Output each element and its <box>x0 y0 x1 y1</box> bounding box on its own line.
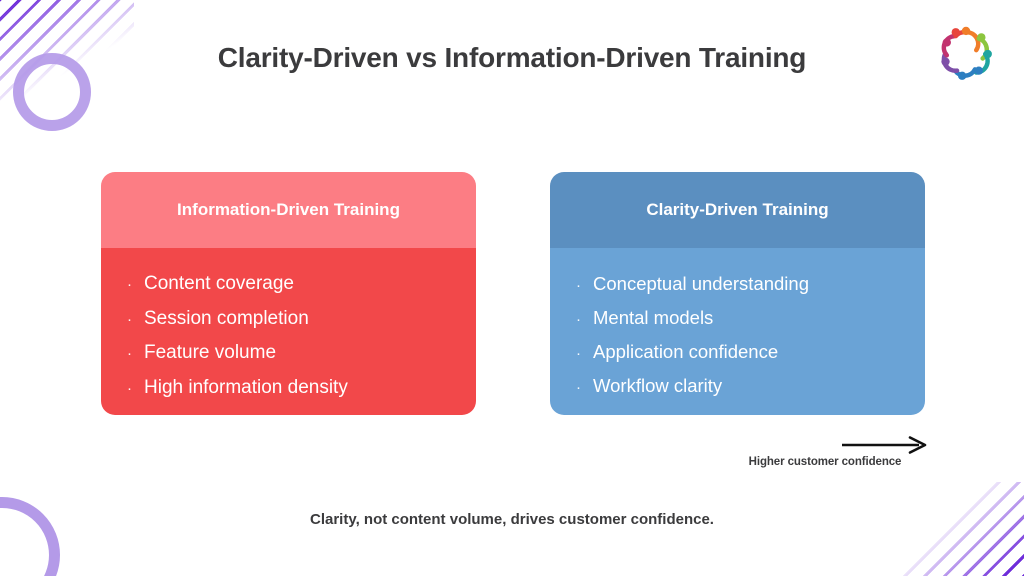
card-header-clarity-driven: Clarity-Driven Training <box>550 172 925 248</box>
list-item-label: Conceptual understanding <box>593 273 809 294</box>
arc-icon <box>0 497 60 576</box>
bullet-dot-icon: · <box>576 311 581 328</box>
bullet-list-information-driven: · Content coverage · Session completion … <box>127 270 476 402</box>
card-body-clarity-driven: · Conceptual understanding · Mental mode… <box>550 248 925 415</box>
progression-annotation: Higher customer confidence <box>720 436 930 468</box>
list-item-label: Session completion <box>144 307 309 329</box>
people-circle-logo-icon <box>934 22 998 86</box>
bullet-dot-icon: · <box>576 345 581 362</box>
diagonal-stripes-icon <box>898 482 1024 576</box>
list-item: · Content coverage <box>127 270 476 298</box>
list-item-label: Mental models <box>593 307 714 328</box>
card-clarity-driven: Clarity-Driven Training · Conceptual und… <box>550 172 925 415</box>
bullet-dot-icon: · <box>576 277 581 294</box>
bullet-dot-icon: · <box>576 379 581 396</box>
bullet-list-clarity-driven: · Conceptual understanding · Mental mode… <box>576 270 925 399</box>
list-item: · Workflow clarity <box>576 372 925 399</box>
bullet-dot-icon: · <box>127 276 132 293</box>
list-item: · High information density <box>127 374 476 402</box>
list-item: · Application confidence <box>576 338 925 365</box>
list-item-label: Feature volume <box>144 342 277 364</box>
list-item: · Feature volume <box>127 339 476 367</box>
list-item: · Conceptual understanding <box>576 270 925 297</box>
arrow-label: Higher customer confidence <box>748 456 902 468</box>
page-title: Clarity-Driven vs Information-Driven Tra… <box>217 42 807 73</box>
list-item-label: Application confidence <box>593 341 779 362</box>
bullet-dot-icon: · <box>127 310 132 328</box>
card-body-information-driven: · Content coverage · Session completion … <box>101 248 476 415</box>
bullet-dot-icon: · <box>127 345 132 363</box>
list-item-label: High information density <box>144 377 348 399</box>
bullet-dot-icon: · <box>127 380 132 398</box>
card-information-driven: Information-Driven Training · Content co… <box>101 172 476 415</box>
card-header-information-driven: Information-Driven Training <box>101 172 476 248</box>
list-item: · Session completion <box>127 305 476 333</box>
footer-caption: Clarity, not content volume, drives cust… <box>310 511 714 528</box>
arrow-right-icon <box>842 436 927 454</box>
list-item: · Mental models <box>576 304 925 331</box>
list-item-label: Content coverage <box>144 273 294 294</box>
list-item-label: Workflow clarity <box>593 375 723 396</box>
